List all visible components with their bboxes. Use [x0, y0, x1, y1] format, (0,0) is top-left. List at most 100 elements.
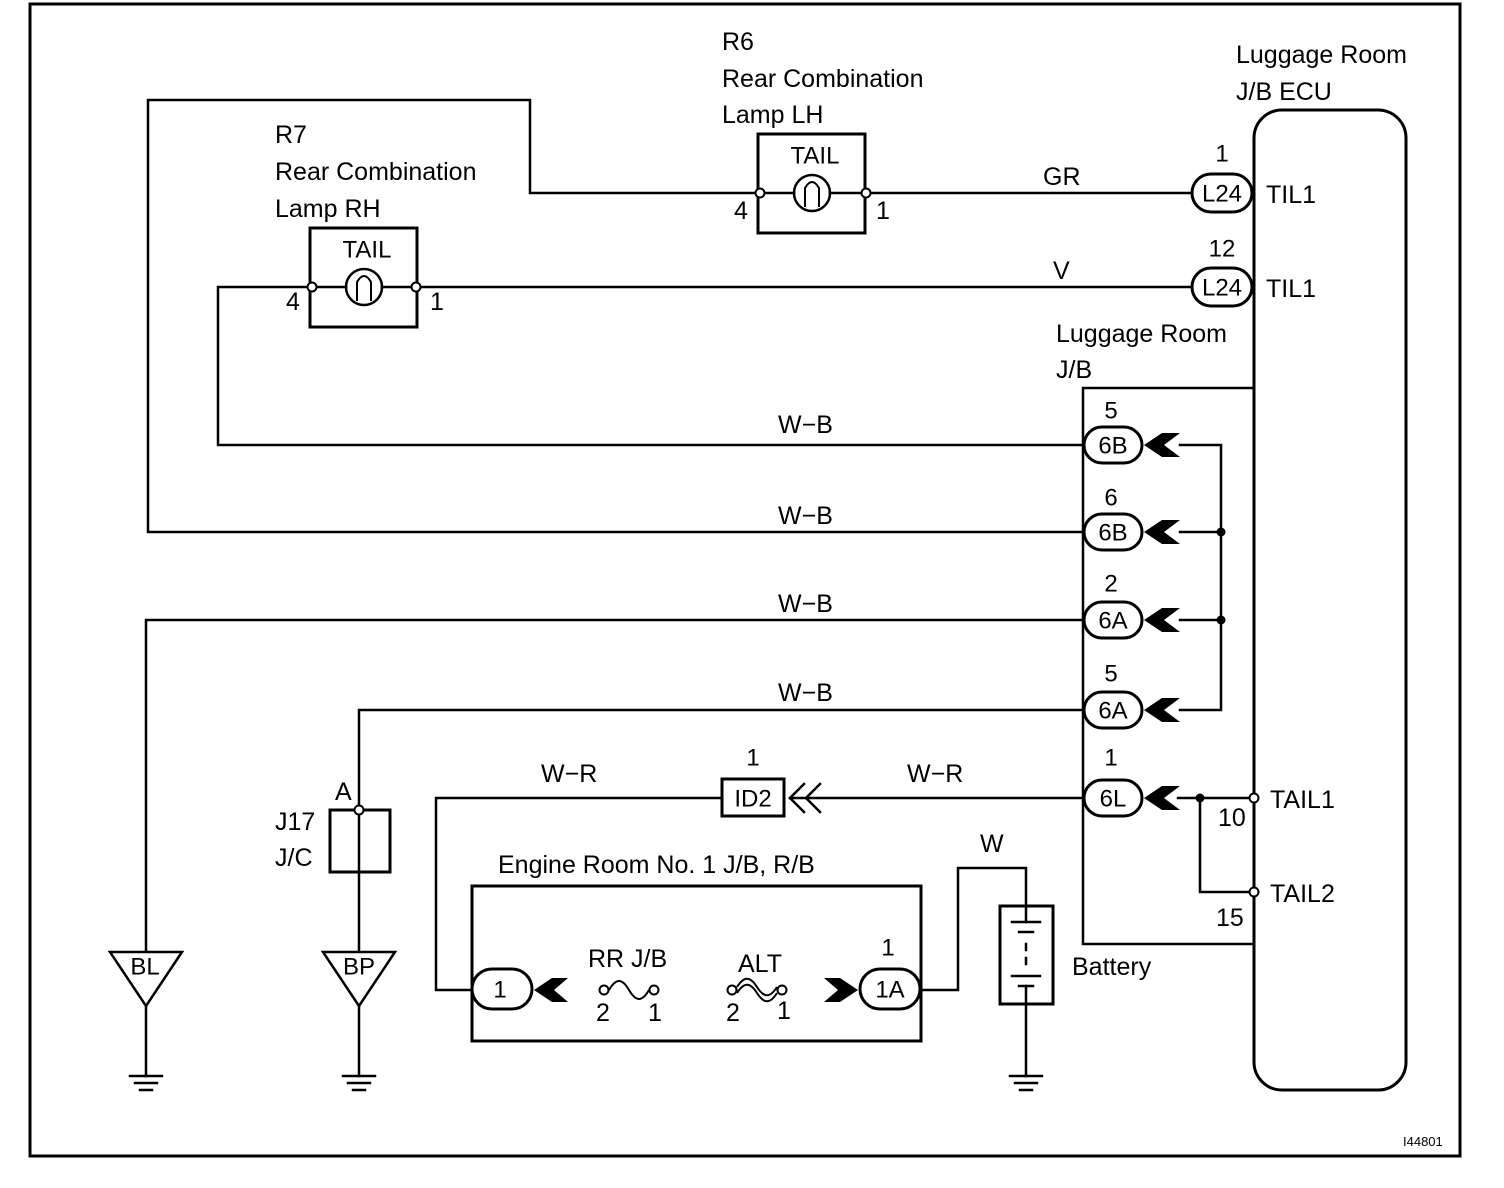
luggage-room-jb-ecu: Luggage Room J/B ECU TIL1 TIL1 TAIL1 10 …	[1216, 41, 1408, 1092]
inline-connector-id2: ID2 1	[720, 745, 822, 818]
ecu-pin-tail1: TAIL1	[1270, 786, 1335, 814]
arrow-6b-6	[1144, 520, 1180, 544]
lamp-lh-pin-1: 1	[876, 197, 890, 225]
ecu-pin-til1-b: TIL1	[1266, 275, 1316, 303]
lamp-rh-name-2: Lamp RH	[275, 195, 381, 223]
wire-color-wb-3: W−B	[778, 590, 833, 618]
fuse-icon	[736, 977, 778, 997]
wire-color-wb-1: W−B	[778, 411, 833, 439]
wires	[144, 98, 1256, 1078]
jb-connector-6a-5: 6A 5	[1082, 661, 1180, 730]
engine-jb-label: Engine Room No. 1 J/B, R/B	[498, 851, 815, 879]
jb-connector-6l-1: 6L 1	[1082, 745, 1180, 818]
ecu-terminal-tail2	[1248, 886, 1260, 898]
ecu-pin-til1-a: TIL1	[1266, 181, 1316, 209]
junction-dot	[1216, 615, 1226, 625]
jb-connector-6l-1-pin: 1	[1104, 745, 1117, 772]
battery-icon	[1010, 904, 1042, 1006]
jc-point-a: A	[335, 778, 352, 806]
fuse-rr-jb-terminal-1	[648, 984, 660, 996]
rear-combination-lamp-lh: R6 Rear Combination Lamp LH TAIL 4 1	[722, 28, 924, 235]
jb-connector-6a-2-pin: 2	[1104, 571, 1117, 598]
wire-wb-jc	[357, 708, 1085, 812]
arrow-6l-1	[1144, 786, 1180, 810]
wire-color-wb-4: W−B	[778, 679, 833, 707]
wire-jb-bus	[1178, 443, 1223, 712]
junction-connector-j17: A J17 J/C	[275, 778, 392, 874]
jb-connector-6a-5-pin: 5	[1104, 661, 1117, 688]
arrow-6b-5	[1144, 433, 1180, 457]
battery-label: Battery	[1072, 953, 1152, 981]
jb-connector-6b-5: 6B 5	[1082, 398, 1180, 465]
lamp-rh-terminal-4	[306, 281, 318, 293]
connector-l24-12-pin: 12	[1209, 236, 1236, 263]
wire-color-v: V	[1053, 257, 1070, 285]
connector-l24-12: L24 12	[1190, 236, 1254, 308]
ground-point-bp	[320, 950, 398, 1009]
fuse-alt-terminal-2	[726, 984, 738, 996]
jb-connector-6a-2-label: 6A	[1098, 608, 1127, 635]
jb-connector-6a-2: 6A 2	[1082, 571, 1180, 640]
connector-l24-1-label: L24	[1202, 181, 1242, 208]
lamp-lh-tail-label: TAIL	[791, 143, 840, 170]
id2-pin: 1	[746, 745, 759, 772]
ecu-label-1: Luggage Room	[1236, 41, 1407, 69]
diagram-id: I44801	[1403, 1134, 1443, 1149]
wire-tail2	[1198, 796, 1256, 894]
wire-w-battery	[918, 866, 1028, 992]
lamp-rh-pin-4: 4	[286, 288, 300, 316]
ecu-label-2: J/B ECU	[1236, 78, 1332, 106]
arrow-id2	[788, 782, 806, 814]
ground-icon	[1008, 1074, 1044, 1092]
fuse-rr-jb-pin-2: 2	[596, 999, 610, 1027]
fuse-alt-label: ALT	[738, 950, 782, 978]
jb-connector-6a-5-label: 6A	[1098, 698, 1127, 725]
wire-color-gr: GR	[1043, 163, 1081, 191]
jc-name: J/C	[275, 844, 313, 872]
lamp-lh-code: R6	[722, 28, 754, 56]
fuse-alt-terminal-1	[776, 984, 788, 996]
lamp-rh-tail-label: TAIL	[343, 237, 392, 264]
jb-connector-6b-5-label: 6B	[1098, 433, 1127, 460]
bulb-icon	[792, 173, 832, 213]
ground-bl-label: BL	[130, 954, 159, 981]
connector-l24-12-label: L24	[1202, 275, 1242, 302]
ecu-pin-tail2-num: 15	[1216, 904, 1244, 932]
wire-color-wr-2: W−R	[907, 760, 963, 788]
id2-label: ID2	[734, 786, 771, 813]
jb-label-2: J/B	[1056, 356, 1092, 384]
jb-connector-6b-6-label: 6B	[1098, 520, 1127, 547]
fuse-icon	[608, 980, 650, 1000]
ecu-pin-tail1-num: 10	[1218, 804, 1246, 832]
wire-color-wr-1: W−R	[541, 760, 597, 788]
wire-wb-bl	[144, 618, 1085, 954]
lamp-rh-code: R7	[275, 121, 307, 149]
wire-color-w: W	[980, 830, 1004, 858]
bulb-icon	[344, 267, 384, 307]
arrow-engine-connector-1a	[824, 978, 858, 1002]
wire-wb-rh-ground	[216, 285, 1085, 447]
engine-room-jb: Engine Room No. 1 J/B, R/B 1 RR J/B 2 1 …	[470, 851, 923, 1043]
lamp-lh-pin-4: 4	[734, 197, 748, 225]
lamp-rh-pin-1: 1	[430, 288, 444, 316]
jc-terminal-a	[353, 804, 365, 816]
ground-point-bl	[107, 950, 185, 1009]
connector-l24-1-pin: 1	[1215, 141, 1228, 168]
junction-dot	[1195, 793, 1205, 803]
fuse-alt-pin-1: 1	[777, 997, 791, 1025]
connector-l24-1: L24 1	[1190, 141, 1254, 214]
jb-connector-6b-5-pin: 5	[1104, 398, 1117, 425]
rear-combination-lamp-rh: R7 Rear Combination Lamp RH TAIL 4 1	[275, 121, 477, 329]
lamp-lh-terminal-4	[754, 187, 766, 199]
engine-connector-1a-label: 1A	[875, 977, 904, 1004]
engine-connector-1-label: 1	[493, 977, 506, 1004]
luggage-room-jb: Luggage Room J/B	[1056, 320, 1256, 946]
fuse-rr-jb-pin-1: 1	[648, 999, 662, 1027]
jb-connector-6b-6: 6B 6	[1082, 485, 1180, 552]
lamp-lh-name-1: Rear Combination	[722, 65, 924, 93]
diagram-frame	[28, 2, 1462, 1158]
fuse-rr-jb-terminal-2	[598, 984, 610, 996]
ground-bl: BL	[107, 950, 185, 1092]
ecu-terminal-tail1	[1248, 792, 1260, 804]
